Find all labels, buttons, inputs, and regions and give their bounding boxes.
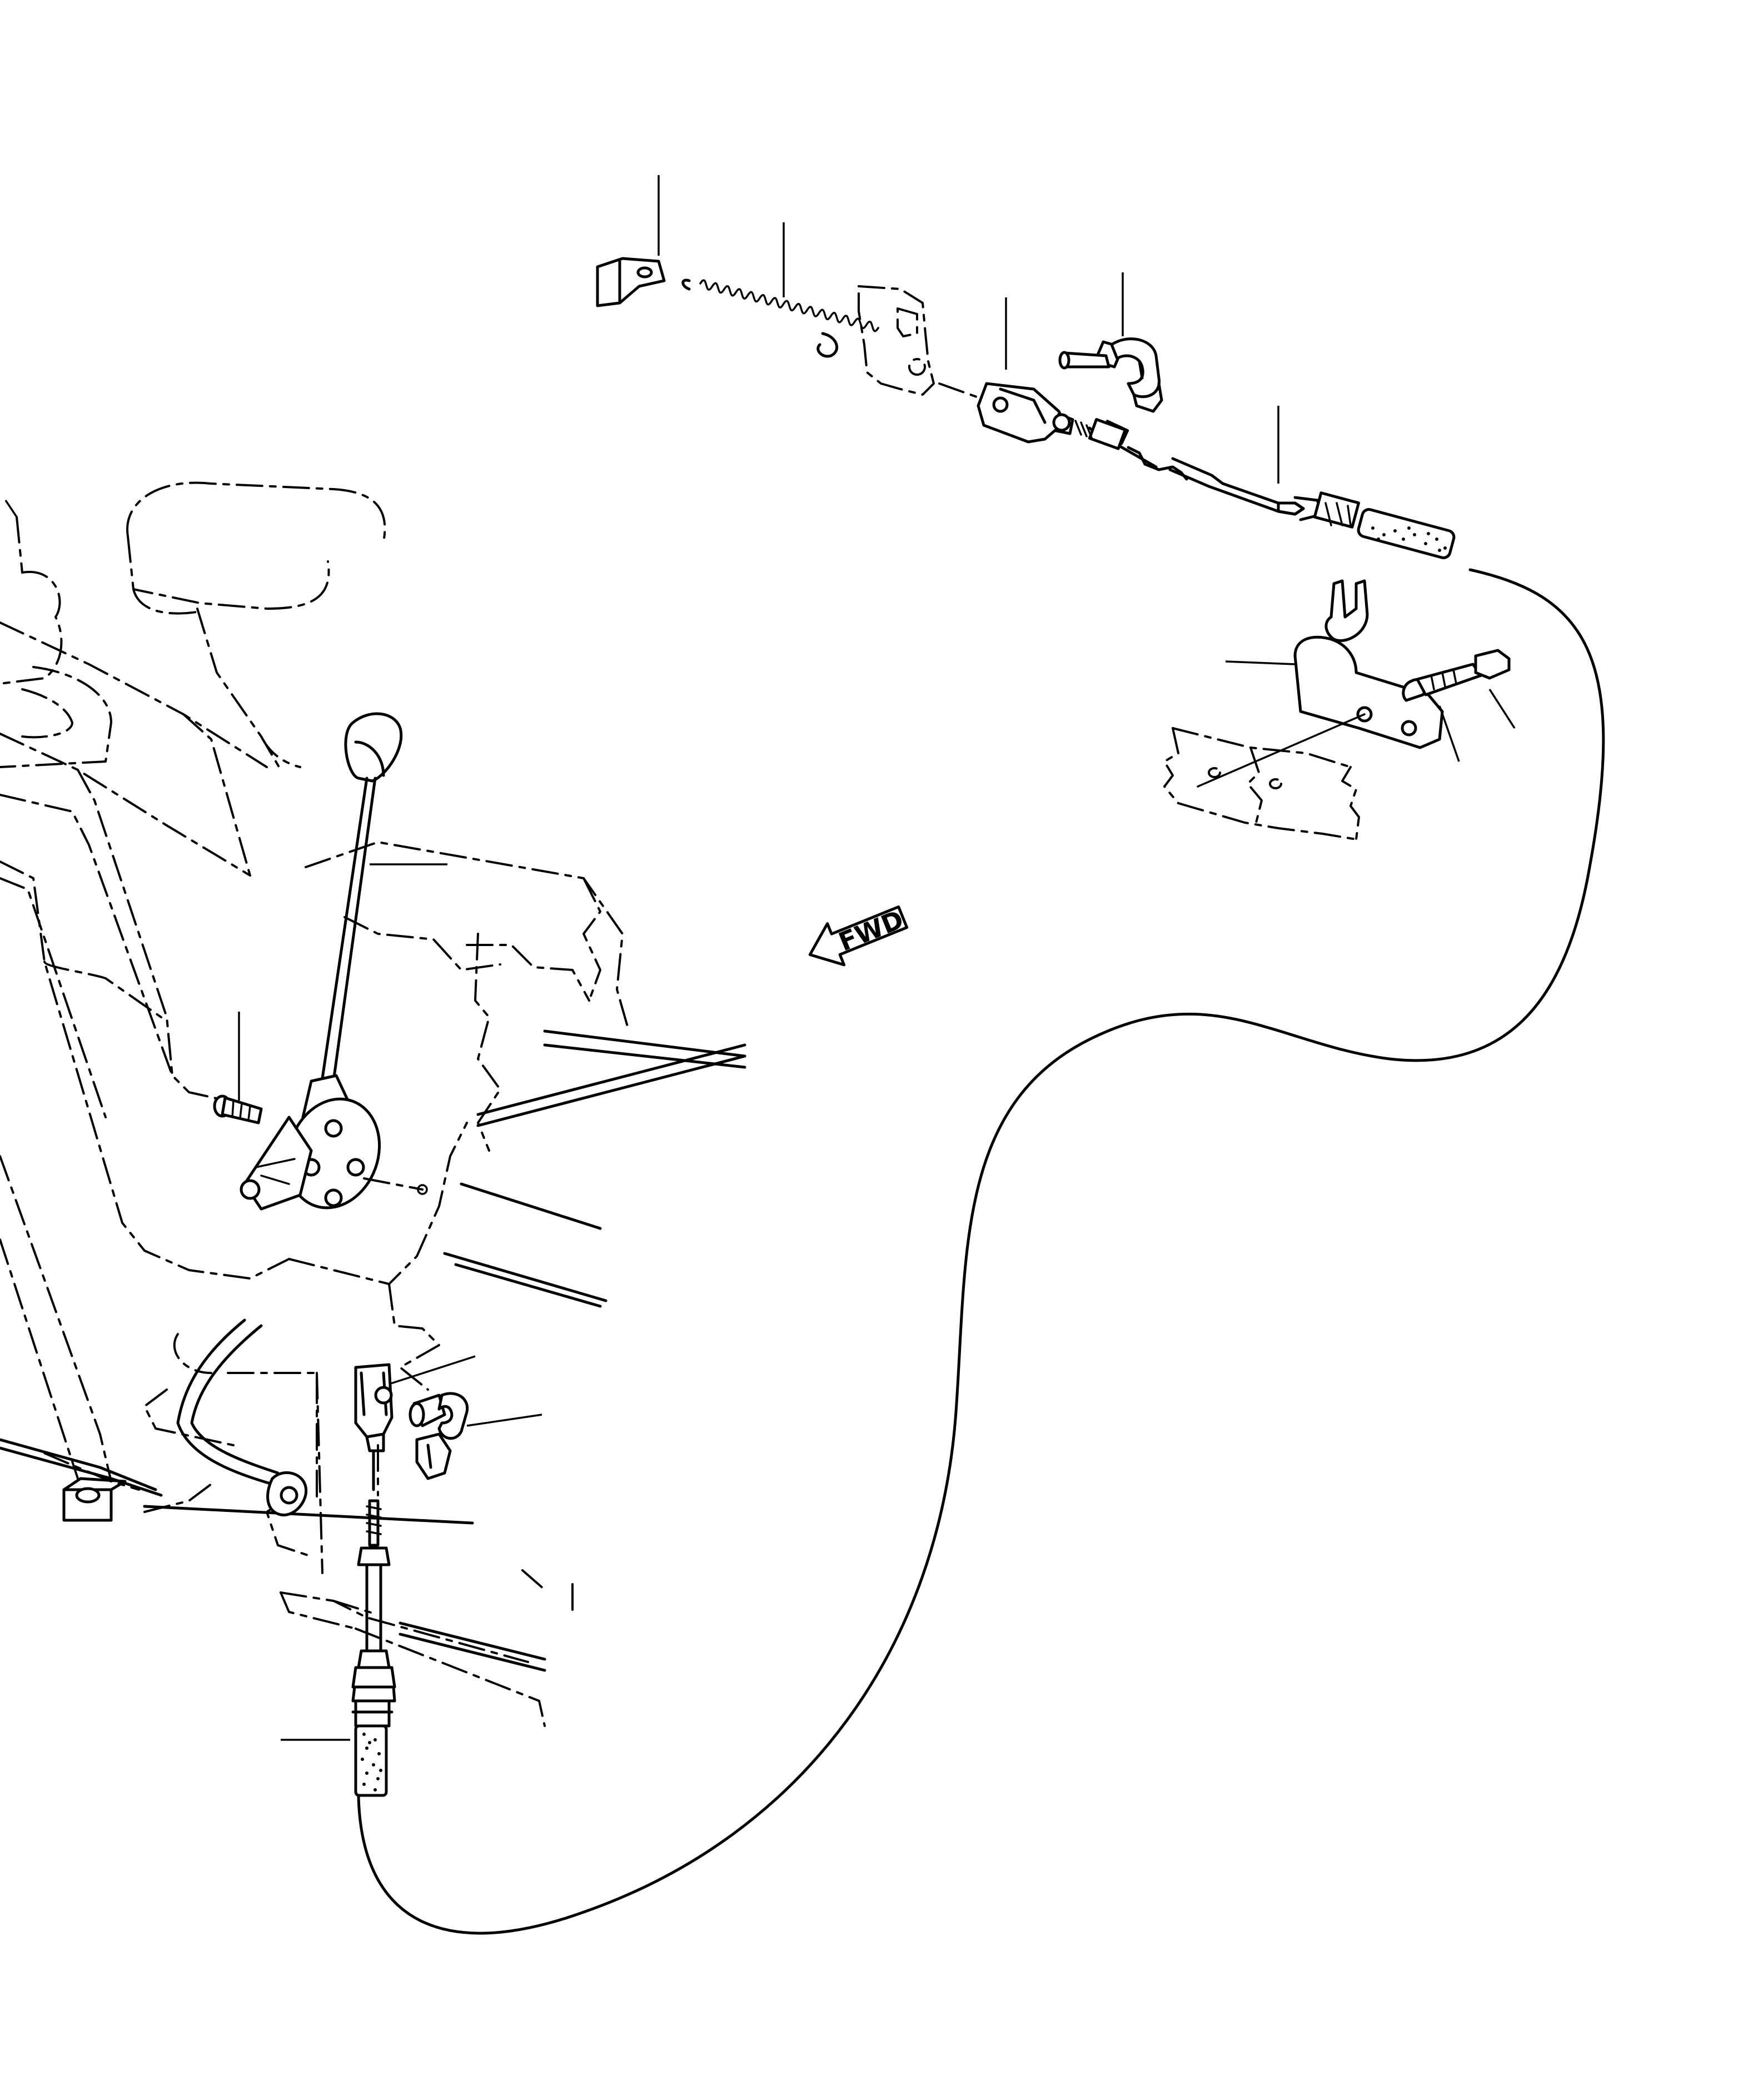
bracket-rod <box>62 1318 308 1522</box>
clevis-pin-lower <box>409 1392 469 1480</box>
threaded-rod-end <box>1074 418 1127 450</box>
control-cable <box>357 568 1605 1935</box>
lever-mount <box>240 1097 428 1211</box>
lower-cable-end <box>351 1449 396 1797</box>
leader-lower-pin <box>466 1414 542 1427</box>
frame-rails <box>0 1029 746 1672</box>
fwd-label: FWD <box>834 904 908 957</box>
stipple-sleeve-lower <box>361 1733 382 1792</box>
cable-mounting-bracket <box>1293 579 1444 749</box>
return-spring <box>681 278 879 358</box>
lever-bolt <box>213 1094 263 1124</box>
leader-console <box>4 500 18 517</box>
throttle-lever <box>301 712 403 1136</box>
operator-console <box>0 481 386 1482</box>
spring-anchor-bracket <box>596 257 666 307</box>
forward-direction-arrow: FWD <box>808 904 909 967</box>
clevis-upper <box>977 382 1074 444</box>
leader-bolt <box>1488 689 1516 729</box>
upper-cable-end <box>1096 420 1456 559</box>
leader-bracket <box>1225 660 1296 665</box>
mounting-bolt <box>1402 649 1511 702</box>
leader-washer <box>1438 705 1460 762</box>
engine-lever-plate <box>858 285 979 399</box>
frame-section-right <box>1163 713 1366 840</box>
leader-lower-clevis <box>389 1355 476 1385</box>
deck-floor <box>0 841 629 1727</box>
clevis-lower <box>354 1363 394 1452</box>
leader-lines <box>4 175 1516 1741</box>
stipple-sleeve <box>1371 526 1447 552</box>
clevis-pin-upper <box>1058 337 1163 413</box>
